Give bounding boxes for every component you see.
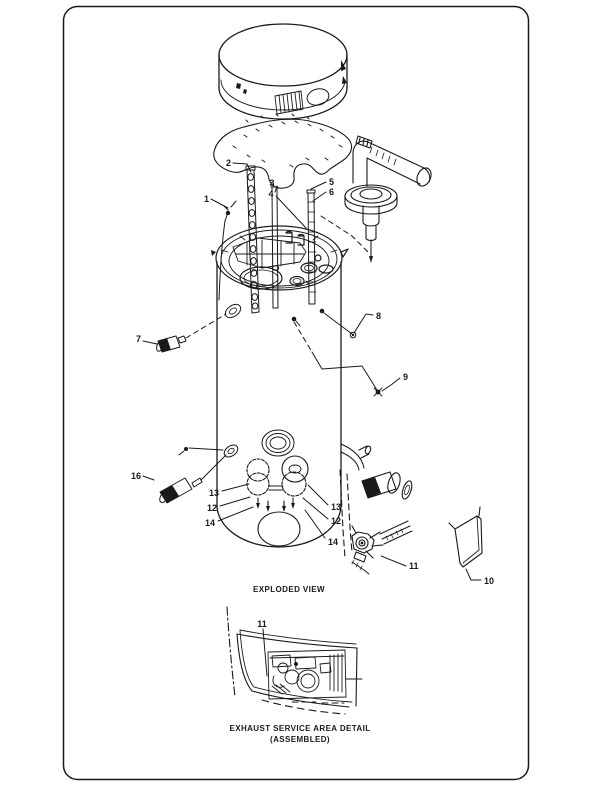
callout-13-left: 13 xyxy=(209,488,219,498)
cover-hole xyxy=(306,88,330,106)
callout-16: 16 xyxy=(131,471,141,481)
page-border xyxy=(62,5,530,781)
cover-vent-grille xyxy=(274,90,304,115)
callout-2: 2 xyxy=(226,158,231,168)
callout-14-left: 14 xyxy=(205,518,215,528)
inlet-fitting-7 xyxy=(156,313,227,353)
callout-11-inset: 11 xyxy=(257,619,267,629)
callout-1: 1 xyxy=(204,194,209,204)
gas-valve xyxy=(351,525,384,575)
callout-4: 4 xyxy=(268,189,273,199)
caption-detail-line2: (ASSEMBLED) xyxy=(270,735,330,744)
burner-opening xyxy=(257,511,301,547)
inset-detail: 11 xyxy=(226,606,363,715)
callout-9: 9 xyxy=(403,372,408,382)
caption-exploded-view: EXPLODED VIEW xyxy=(253,585,325,594)
access-plate-10 xyxy=(448,506,483,568)
callout-10: 10 xyxy=(484,576,494,586)
control-knobs xyxy=(246,455,309,512)
shield-rivet-marks xyxy=(232,113,343,168)
side-fittings xyxy=(178,303,325,458)
callout-labels: 1 2 3 4 5 6 7 8 9 10 11 12 13 14 13 12 1… xyxy=(131,158,494,586)
callout-14-right: 14 xyxy=(328,537,338,547)
caption-detail-line1: EXHAUST SERVICE AREA DETAIL xyxy=(229,724,370,733)
heat-shield xyxy=(213,113,353,189)
leader-lines xyxy=(142,162,482,581)
callout-13-right: 13 xyxy=(331,502,341,512)
callout-12-right: 12 xyxy=(331,516,341,526)
callout-8: 8 xyxy=(376,311,381,321)
gas-pipe-nipple xyxy=(379,520,413,545)
callout-11: 11 xyxy=(409,561,419,571)
callout-12-left: 12 xyxy=(207,503,217,513)
rim-bracket xyxy=(232,237,307,269)
callout-7: 7 xyxy=(136,334,141,344)
tank-body xyxy=(178,261,342,548)
drain-fitting-16 xyxy=(159,454,227,504)
drain-valve xyxy=(361,471,413,500)
knob-screws-14 xyxy=(256,497,295,512)
top-cover xyxy=(218,23,348,120)
exhaust-vent-assembly xyxy=(320,135,432,263)
callout-3: 3 xyxy=(269,178,274,188)
tank-rim-internals xyxy=(211,225,349,291)
callout-5: 5 xyxy=(329,177,334,187)
inset-valve-assembly xyxy=(267,649,363,704)
right-side-parts xyxy=(339,443,483,575)
callout-6: 6 xyxy=(329,187,334,197)
